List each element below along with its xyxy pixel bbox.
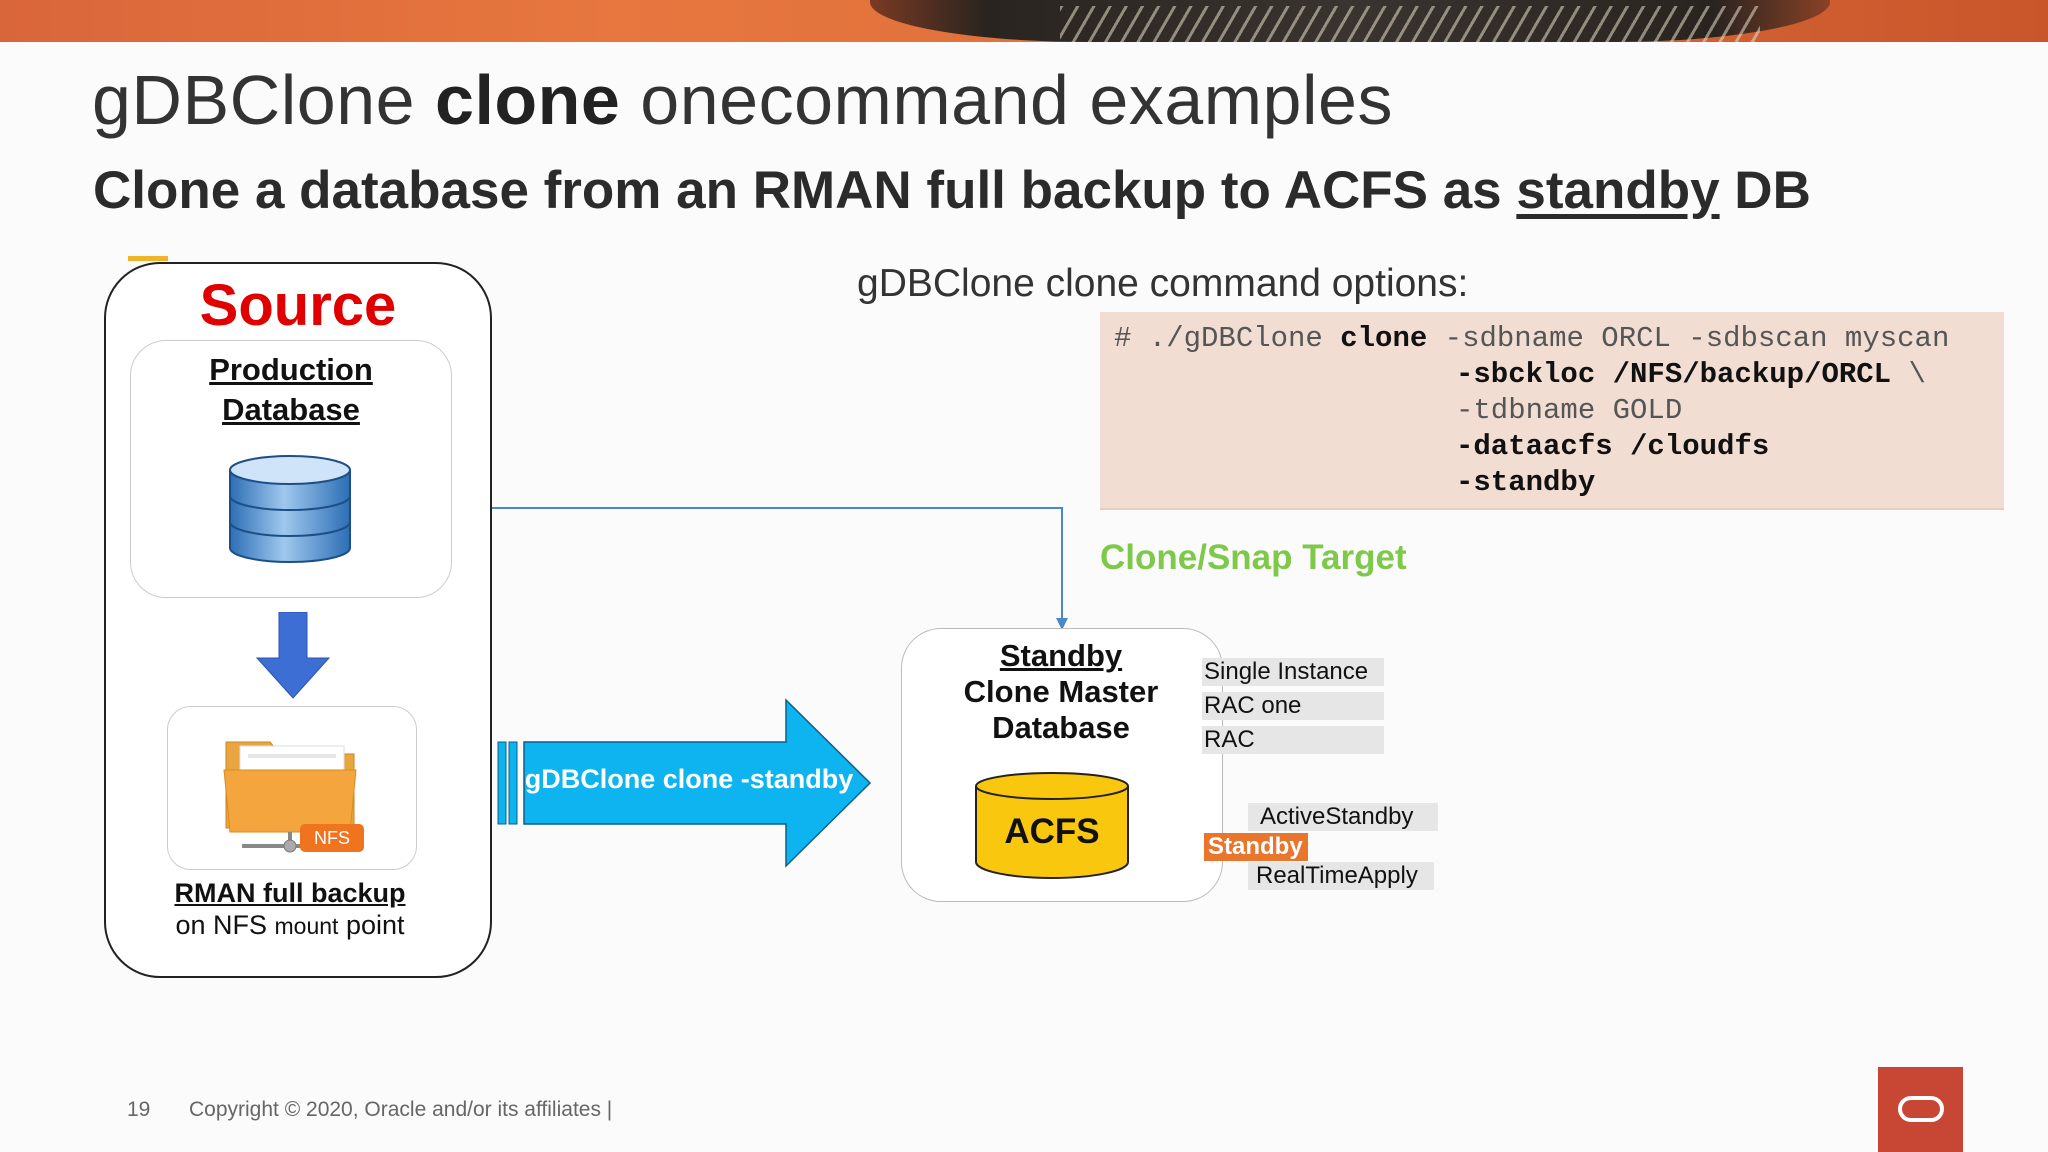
option-rac-one: RAC one bbox=[1202, 692, 1384, 720]
clone-snap-target-label: Clone/Snap Target bbox=[1100, 538, 1407, 577]
option-active-standby: ActiveStandby bbox=[1248, 803, 1438, 831]
source-title: Source bbox=[199, 273, 397, 338]
option-single-instance: Single Instance bbox=[1202, 658, 1384, 686]
command-line-4: -dataacfs /cloudfs bbox=[1456, 430, 1770, 463]
clone-arrow-label: gDBClone clone -standby bbox=[524, 764, 854, 794]
database-icon bbox=[229, 455, 351, 563]
command-line-3: -tdbname GOLD bbox=[1456, 394, 1683, 427]
command-heading: gDBClone clone command options: bbox=[857, 262, 1469, 305]
rman-backup-label: RMAN full backup bbox=[174, 878, 406, 908]
rman-backup-sublabel: on NFS mount point bbox=[175, 910, 405, 940]
clone-arrow bbox=[497, 698, 872, 868]
oracle-ring-icon bbox=[1898, 1096, 1944, 1122]
command-line-5: -standby bbox=[1456, 466, 1596, 499]
production-database-label: Production Database bbox=[209, 352, 373, 427]
oracle-logo bbox=[1878, 1067, 1963, 1152]
option-rac: RAC bbox=[1202, 726, 1384, 754]
option-standby-selected: Standby bbox=[1204, 833, 1308, 861]
copyright-text: Copyright © 2020, Oracle and/or its affi… bbox=[189, 1098, 613, 1121]
nfs-badge: NFS bbox=[314, 828, 350, 848]
standby-clone-master-label: Standby Clone Master Database bbox=[963, 638, 1159, 745]
command-line-1: # ./gDBClone clone -sdbname ORCL -sdbsca… bbox=[1114, 322, 1950, 355]
option-realtime-apply: RealTimeApply bbox=[1248, 862, 1434, 890]
command-box: # ./gDBClone clone -sdbname ORCL -sdbsca… bbox=[1100, 312, 2004, 510]
acfs-label: ACFS bbox=[1004, 812, 1100, 851]
slide-title: gDBClone clone onecommand examples bbox=[92, 61, 1393, 139]
nfs-folder-icon: NFS bbox=[223, 741, 364, 853]
header-banner bbox=[0, 0, 2048, 42]
acfs-cylinder-icon bbox=[975, 772, 1129, 879]
banner-texture bbox=[1060, 6, 1760, 42]
accent-mark bbox=[128, 256, 168, 261]
down-arrow-icon bbox=[255, 612, 331, 699]
command-line-2: -sbckloc /NFS/backup/ORCL \ bbox=[1456, 358, 1926, 391]
slide-subtitle: Clone a database from an RMAN full backu… bbox=[93, 161, 1811, 220]
page-number: 19 bbox=[127, 1098, 151, 1121]
